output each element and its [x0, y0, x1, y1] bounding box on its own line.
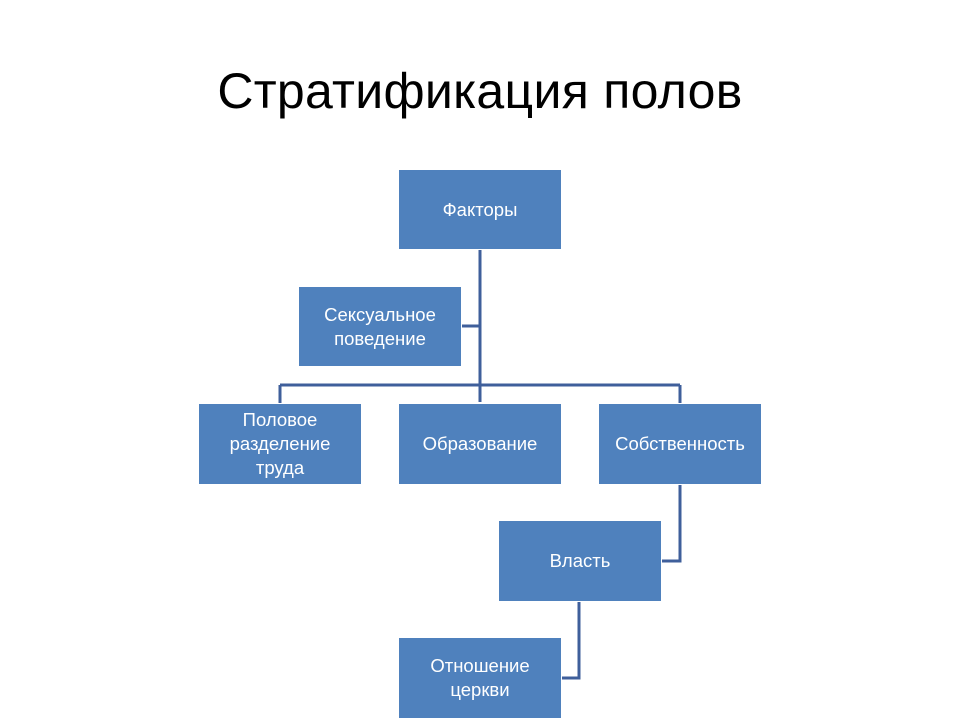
- connector-property-power: [662, 485, 682, 563]
- node-education[interactable]: Образование: [398, 403, 562, 485]
- node-property[interactable]: Собственность: [598, 403, 762, 485]
- node-church-attitude[interactable]: Отношение церкви: [398, 637, 562, 719]
- node-sexual-behavior[interactable]: Сексуальное поведение: [298, 286, 462, 367]
- node-factors[interactable]: Факторы: [398, 169, 562, 250]
- slide-title: Стратификация полов: [217, 63, 743, 119]
- connector-power-church: [562, 601, 581, 680]
- node-power[interactable]: Власть: [498, 520, 662, 602]
- node-labor-division[interactable]: Половое разделение труда: [198, 403, 362, 485]
